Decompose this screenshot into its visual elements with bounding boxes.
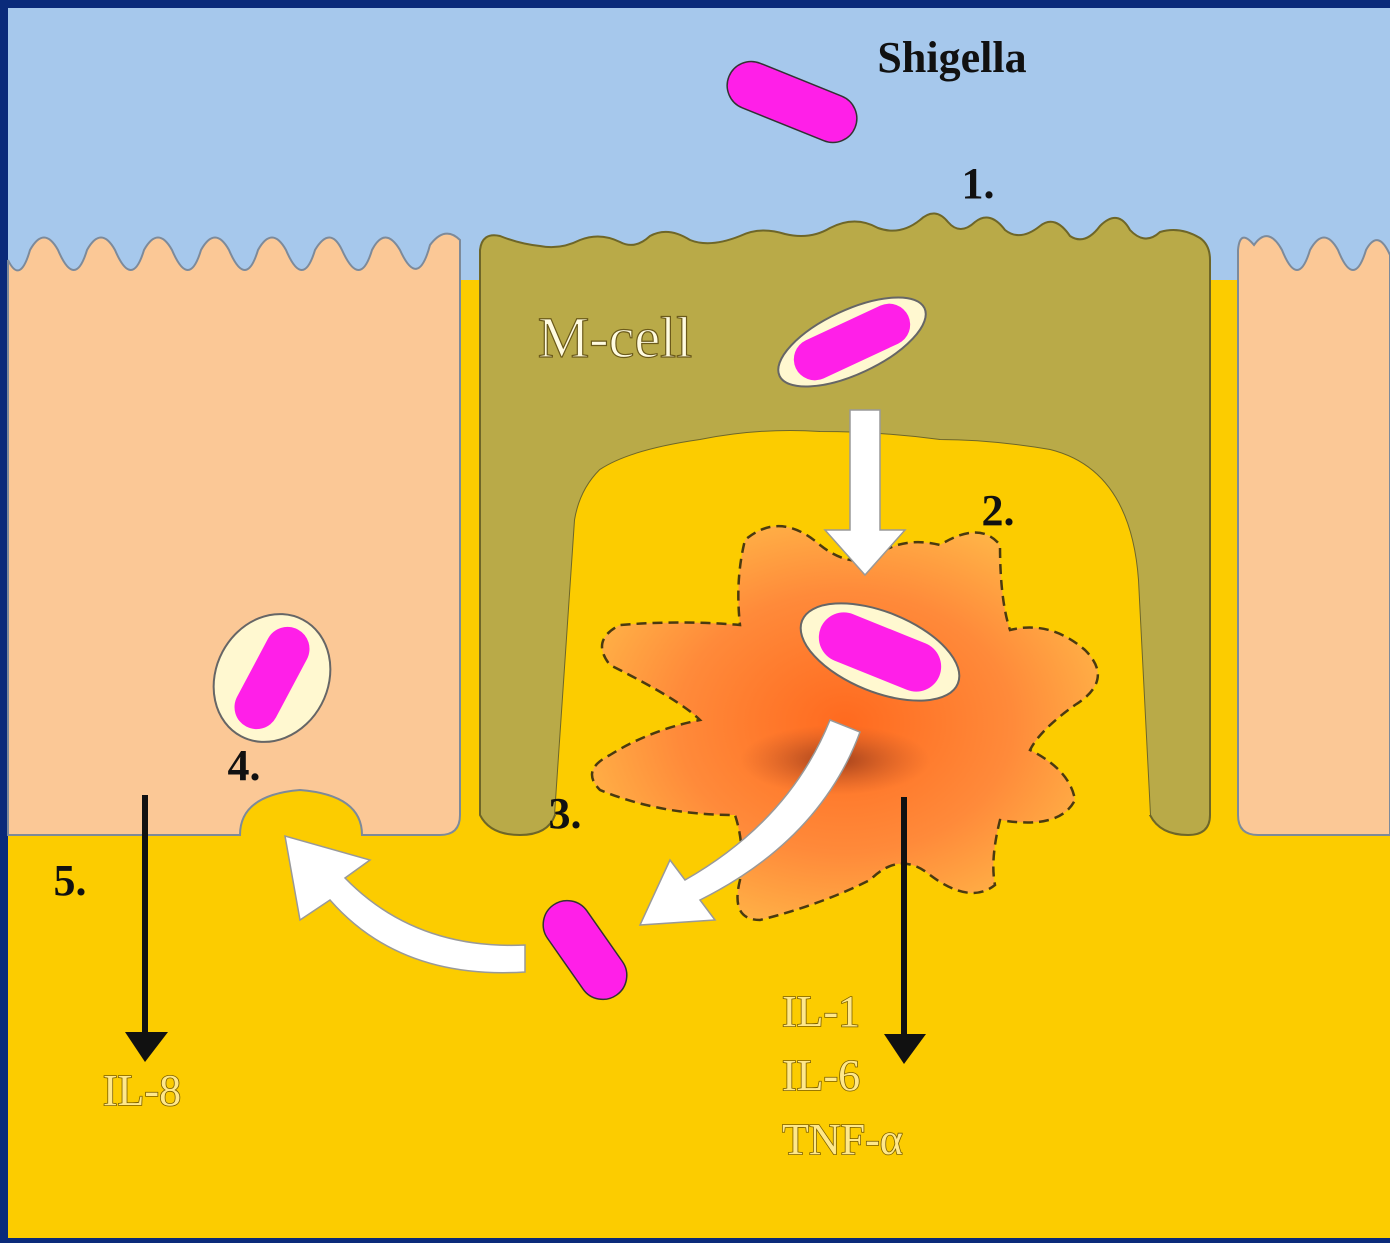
shigella-label: Shigella — [877, 33, 1026, 82]
cytokine-il6: IL-6 — [782, 1051, 860, 1100]
cytokine-il8: IL-8 — [103, 1066, 181, 1115]
step-2-label: 2. — [982, 486, 1015, 535]
step-5-label: 5. — [54, 856, 87, 905]
m-cell-label: M-cell — [538, 305, 693, 370]
step-3-label: 3. — [549, 789, 582, 838]
step-1-label: 1. — [962, 159, 995, 208]
step-4-label: 4. — [228, 741, 261, 790]
epithelial-cell-right — [1238, 236, 1390, 835]
cytokine-il1: IL-1 — [782, 987, 860, 1036]
cytokine-tnf-alpha: TNF-α — [782, 1115, 903, 1164]
